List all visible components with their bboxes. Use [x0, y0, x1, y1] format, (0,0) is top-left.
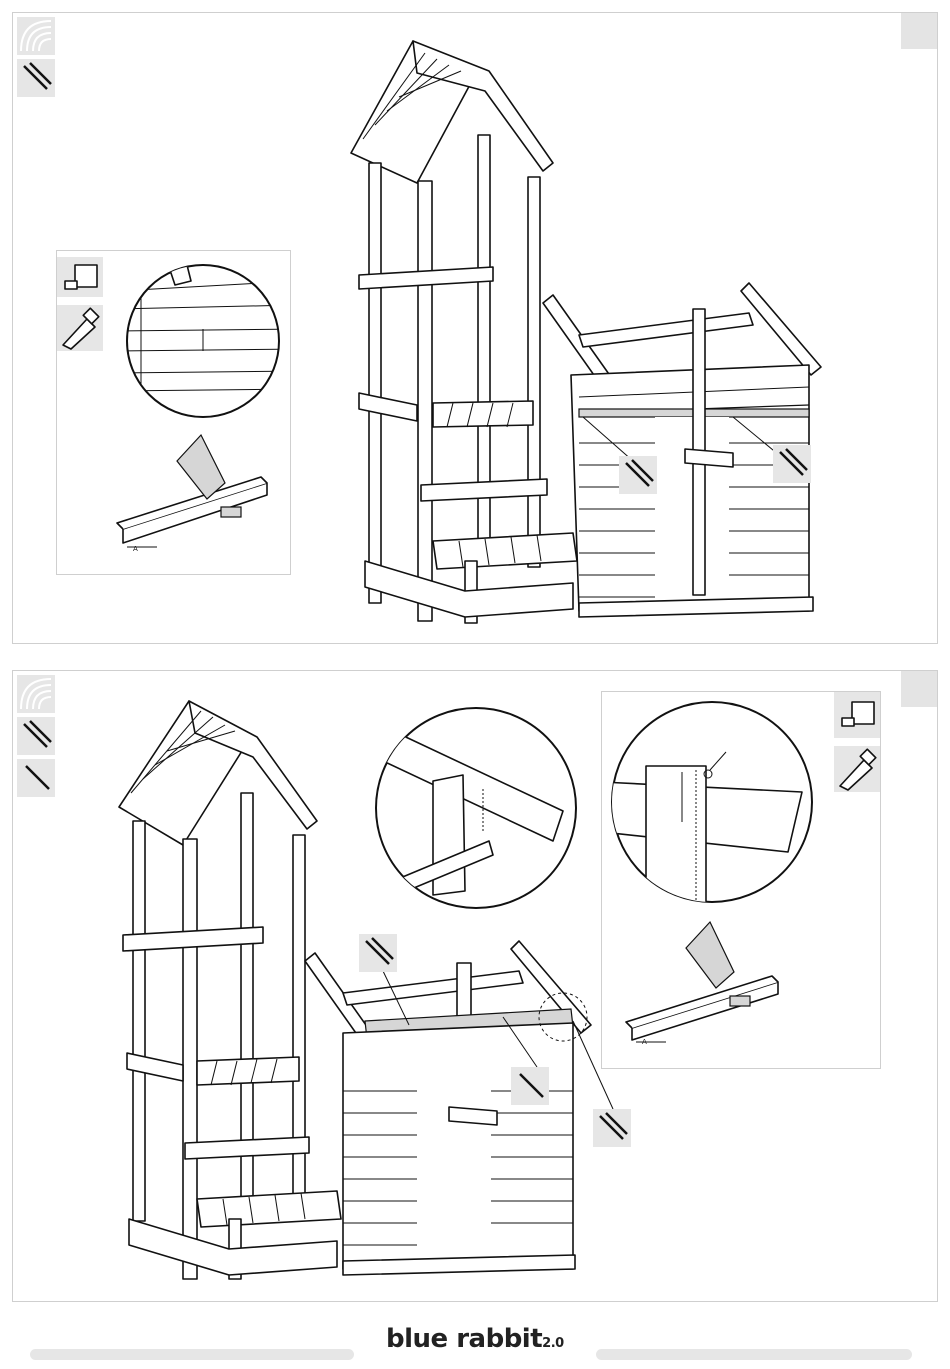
screws-icon: [619, 456, 657, 494]
brand-name: blue rabbit: [386, 1324, 542, 1354]
magnified-detail: [602, 692, 882, 1070]
brand-version: 2.0: [542, 1336, 564, 1351]
detail-box-cut: A: [601, 691, 881, 1069]
step-panel-top: A: [12, 12, 938, 644]
screws-icon: [773, 445, 811, 483]
brand-logo: blue rabbit2.0: [386, 1326, 564, 1352]
step-panel-bottom: A: [12, 670, 938, 1302]
screw-icon: [511, 1067, 549, 1105]
dimension-label: A: [642, 1038, 647, 1046]
playhouse-illustration-top: [13, 13, 939, 645]
screws-icon: [359, 934, 397, 972]
footer-bar-left: [30, 1349, 354, 1360]
footer-bar-right: [596, 1349, 912, 1360]
screws-icon: [593, 1109, 631, 1147]
